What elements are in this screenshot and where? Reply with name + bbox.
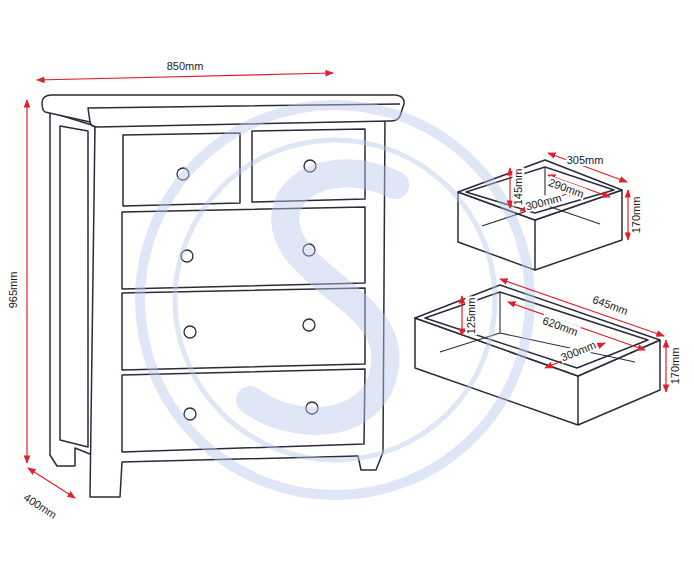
dimension-line [548,153,627,182]
watermark-logo [140,105,530,495]
dimension-line [27,73,666,498]
dimension-label: 400mm [21,490,60,521]
dimension-label: 850mm [166,60,205,72]
large-drawer [440,292,635,362]
chest-outline [42,95,404,497]
dimension-label: 620mm [540,314,580,339]
watermark-logo [250,173,395,421]
dimension-line [665,340,666,392]
small-drawer [534,220,536,270]
dimension-label: 305mm [566,154,605,166]
dimension-line [509,168,510,208]
dimension-label: 300mm [558,338,598,364]
dimension-line [461,296,462,336]
dimension-label: 170mm [669,347,681,386]
small-drawer [458,190,622,270]
watermark-logo [175,140,495,460]
drawer-front [122,288,365,370]
dimension-line [26,100,27,463]
large-drawer [425,292,648,368]
dimension-label: 965mm [7,271,19,310]
dimension-line [627,190,628,240]
large-drawer [415,285,660,425]
dimension-label: 300mm [523,191,563,213]
large-drawer [415,285,660,376]
chest-outline [42,95,404,127]
dimension-label: 125mm [465,297,477,336]
large-drawer [577,376,579,425]
dimension-line [37,73,333,80]
dimension-line [28,468,75,498]
watermark-logo [140,105,530,495]
dimension-label: 170mm [630,196,642,235]
chest-outline [60,126,88,447]
drawer-knob [184,326,196,338]
drawer-knob [303,319,315,331]
chest-outline [50,112,95,466]
dimension-label: 645mm [590,293,630,318]
